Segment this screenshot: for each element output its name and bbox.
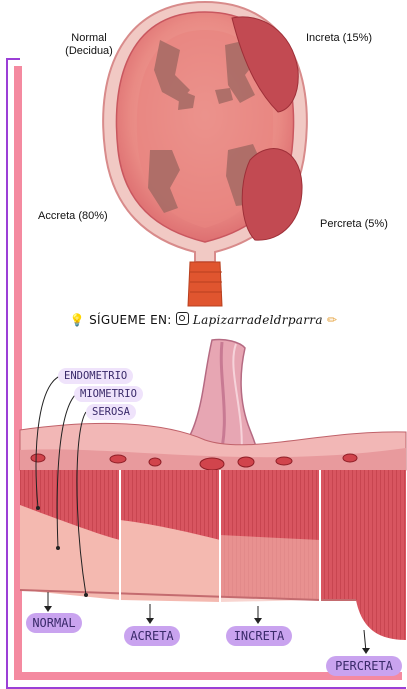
- label-miometrio: MIOMETRIO: [74, 386, 143, 402]
- label-serosa: SEROSA: [86, 404, 136, 420]
- pill-increta: INCRETA: [226, 626, 292, 646]
- label-endometrio: ENDOMETRIO: [58, 368, 133, 384]
- pill-acreta: ACRETA: [124, 626, 180, 646]
- pill-percreta: PERCRETA: [326, 656, 402, 676]
- pill-normal: NORMAL: [26, 613, 82, 633]
